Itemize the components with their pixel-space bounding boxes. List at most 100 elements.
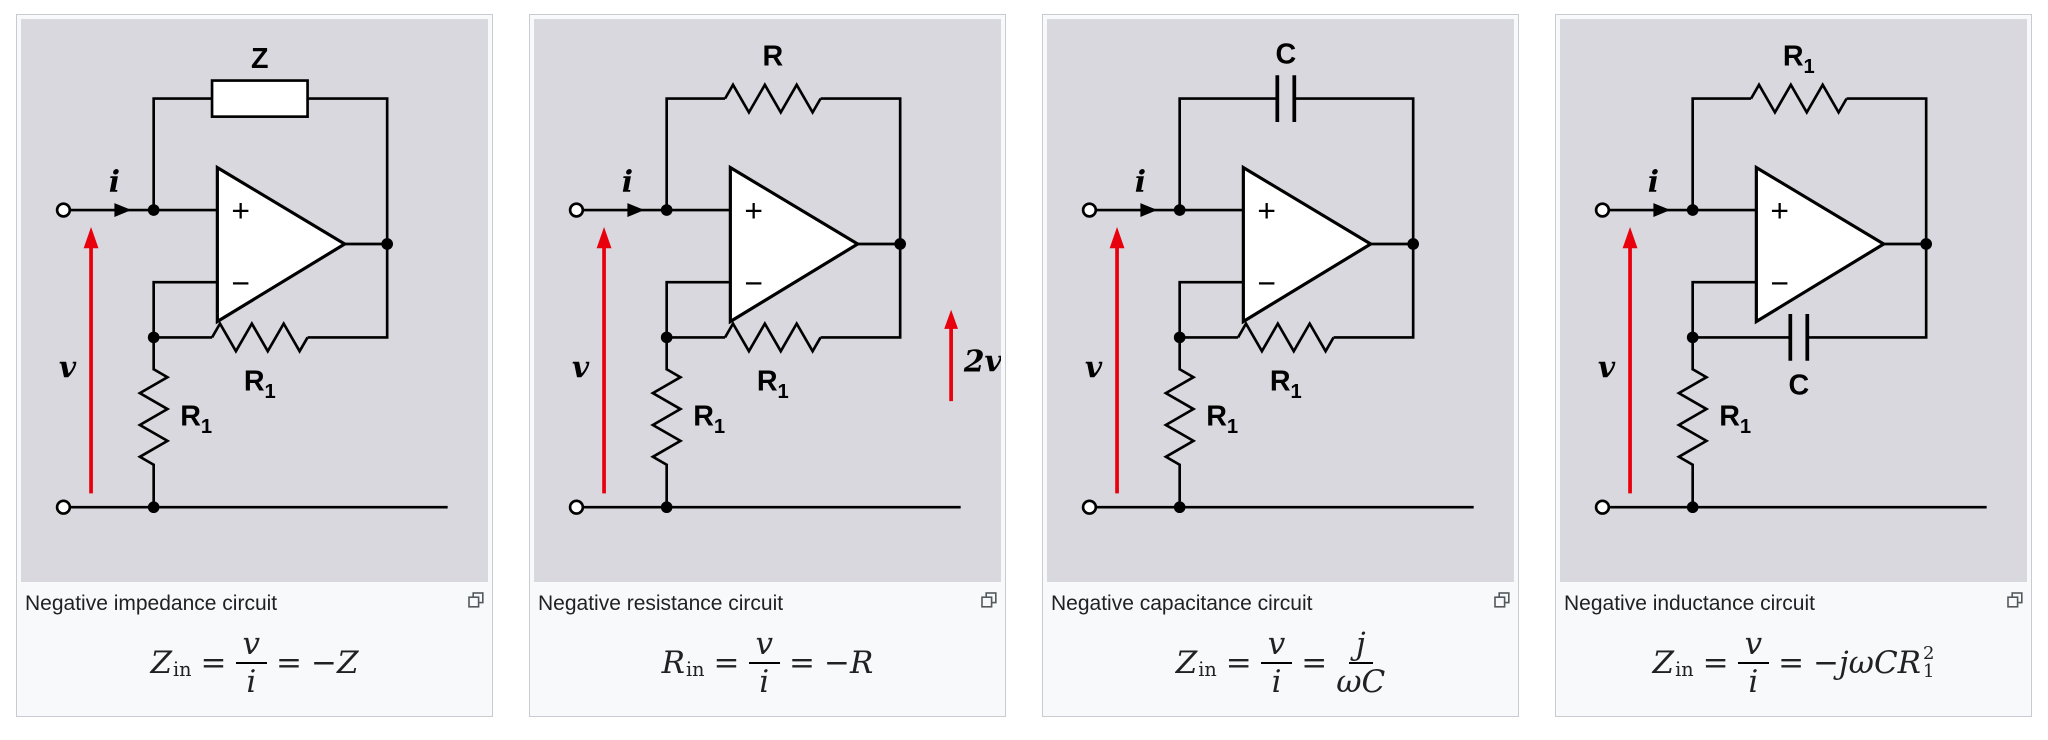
voltage-label: v [572,351,590,386]
shunt-resistor-r1 [1164,367,1195,467]
ground-terminal [55,499,72,515]
top-resistor-r [723,83,822,114]
opamp-plus-sign: + [744,193,763,229]
feedback-resistor-label: R1 [244,365,276,402]
current-label: i [1135,165,1146,200]
opamp-plus-sign: + [231,193,250,229]
opamp-minus-sign: − [1770,265,1789,301]
current-label: i [622,165,633,200]
circuit-negative-resistance-image[interactable]: i v 2v + − R R1 R1 [534,19,1001,582]
shunt-resistor-label: R1 [693,400,725,437]
opamp-plus-sign: + [1257,193,1276,229]
voltage-arrowhead-icon [83,227,99,249]
figure-negative-resistance: i v 2v + − R R1 R1 Negative resistance c… [529,14,1006,718]
voltage-label: v [59,351,77,386]
shunt-resistor-label: R1 [1719,400,1751,437]
opamp-minus-sign: − [744,265,763,301]
diagram-negative-inductance[interactable]: i v + − R1 C R1 [1560,19,2027,582]
ground-terminal [1594,499,1611,515]
circuit-negative-capacitance-image[interactable]: i v + − C R1 R1 [1047,19,1514,582]
top-element-label: C [1275,39,1296,71]
opamp-minus-sign: − [231,265,250,301]
nodes [660,204,907,514]
feedback-resistor-r1 [723,322,822,353]
input-terminal [1594,202,1611,218]
feedback-resistor-r1 [210,322,309,353]
feedback-resistor-r1 [1236,322,1335,353]
figure-caption: Negative inductance circuit [1560,582,2027,619]
input-terminal [1081,202,1098,218]
top-capacitor-c [1275,75,1297,122]
top-element-label: Z [251,43,269,75]
voltage-arrowhead-icon [1109,227,1125,249]
shunt-resistor-label: R1 [180,400,212,437]
feedback-resistor-label: R1 [1270,365,1302,402]
wires [69,97,448,509]
enlarge-icon[interactable] [468,591,484,608]
diagram-negative-resistance[interactable]: i v 2v + − R R1 R1 [534,19,1001,582]
impedance-z-box [210,79,309,118]
output-voltage-label: 2v [963,344,1001,379]
nodes [1686,204,1933,514]
current-arrow-icon [1653,203,1671,217]
ground-terminal [568,499,585,515]
caption-text: Negative inductance circuit [1564,591,1815,615]
output-voltage-arrowhead-icon [944,309,959,329]
voltage-arrowhead-icon [596,227,612,249]
formula-rhs: −Z [311,645,359,682]
current-label: i [1648,165,1659,200]
current-arrow-icon [114,203,132,217]
diagram-negative-impedance[interactable]: i v + − Z R1 R1 [21,19,488,582]
formula-rhs: −R [824,645,874,682]
figure-negative-inductance: i v + − R1 C R1 Negative inductance circ… [1555,14,2032,718]
figure-caption: Negative impedance circuit [21,582,488,619]
shunt-resistor-r1 [1677,367,1708,467]
feedback-capacitor-c [1788,314,1810,361]
enlarge-icon[interactable] [981,591,997,608]
wires [1095,97,1474,509]
opamp-triangle [215,164,348,325]
opamp-triangle [1754,164,1887,325]
figure-negative-capacitance: i v + − C R1 R1 Negative capacitance cir… [1042,14,1519,718]
circuit-negative-impedance-image[interactable]: i v + − Z R1 R1 [21,19,488,582]
figure-negative-impedance: i v + − Z R1 R1 Negative impedance circu… [16,14,493,718]
caption-text: Negative impedance circuit [25,591,278,615]
wires [582,97,961,509]
ground-terminal [1081,499,1098,515]
enlarge-icon[interactable] [2007,591,2023,608]
input-terminal [55,202,72,218]
voltage-label: v [1598,351,1616,386]
current-arrow-icon [627,203,645,217]
opamp-minus-sign: − [1257,265,1276,301]
caption-text: Negative capacitance circuit [1051,591,1313,615]
figure-caption: Negative capacitance circuit [1047,582,1514,619]
feedback-resistor-label: R1 [757,365,789,402]
enlarge-icon[interactable] [1494,591,1510,608]
voltage-label: v [1085,351,1103,386]
diagram-negative-capacitance[interactable]: i v + − C R1 R1 [1047,19,1514,582]
opamp-triangle [1241,164,1374,325]
wires [1608,97,1987,509]
opamp-triangle [728,164,861,325]
opamp-plus-sign: + [1770,193,1789,229]
nodes [147,204,394,514]
caption-text: Negative resistance circuit [538,591,784,615]
voltage-arrowhead-icon [1622,227,1638,249]
figure-caption: Negative resistance circuit [534,582,1001,619]
top-element-label: R [762,41,783,73]
shunt-resistor-r1 [651,367,682,467]
nodes [1173,204,1420,514]
feedback-capacitor-label: C [1788,370,1809,402]
top-resistor-r1 [1749,83,1848,114]
circuit-negative-inductance-image[interactable]: i v + − R1 C R1 [1560,19,2027,582]
